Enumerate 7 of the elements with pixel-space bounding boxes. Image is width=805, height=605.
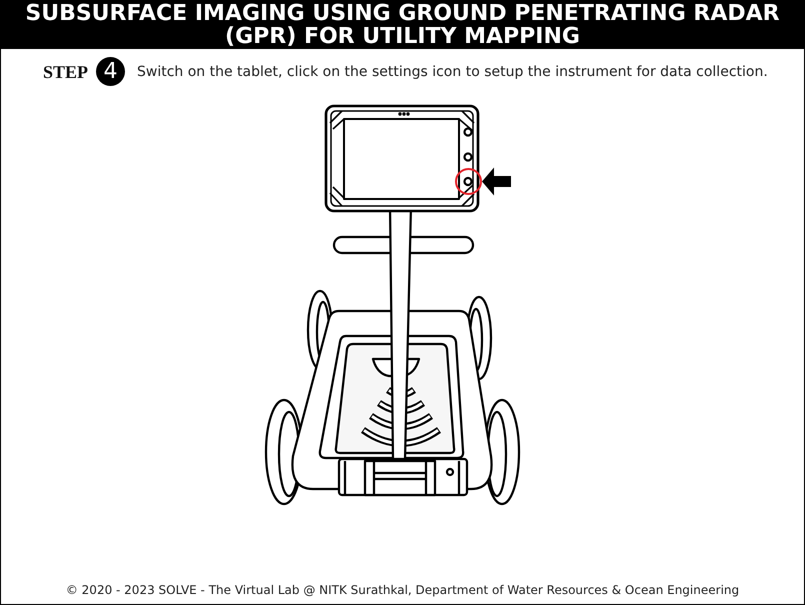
instruction-text: Switch on the tablet, click on the settings icon to setup the instrument for data collection.: [137, 64, 768, 81]
step-label: STEP: [43, 62, 88, 82]
highlight-ring: [455, 168, 482, 195]
step-number: 4: [96, 57, 125, 86]
arrow: [482, 168, 511, 196]
title-banner: SUBSURFACE IMAGING USING GROUND PENETRATING RADAR (GPR) FOR UTILITY MAPPING: [1, 1, 804, 49]
footer-text: © 2020 - 2023 SOLVE - The Virtual Lab @ NITK Surathkal, Department of Water Resources & Ocean Engineering: [66, 583, 740, 597]
